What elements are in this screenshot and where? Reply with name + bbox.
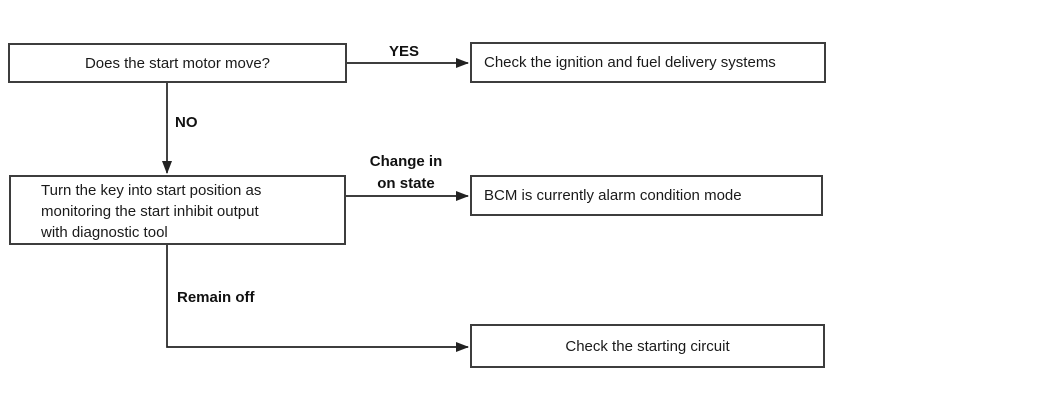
flow-box-start-motor-question: Does the start motor move? — [8, 43, 347, 83]
edge-label-no: NO — [175, 114, 198, 131]
flow-box-bcm-alarm: BCM is currently alarm condition mode — [470, 175, 823, 216]
edge-label-change-in-on-state: Change in on state — [369, 153, 443, 192]
flow-box-turn-key: Turn the key into start position as moni… — [9, 175, 346, 245]
edge-label-yes: YES — [388, 43, 419, 60]
edge-label-remain-off: Remain off — [177, 289, 255, 306]
flow-box-check-starting-circuit: Check the starting circuit — [470, 324, 825, 368]
flow-box-check-ignition: Check the ignition and fuel delivery sys… — [470, 42, 826, 83]
